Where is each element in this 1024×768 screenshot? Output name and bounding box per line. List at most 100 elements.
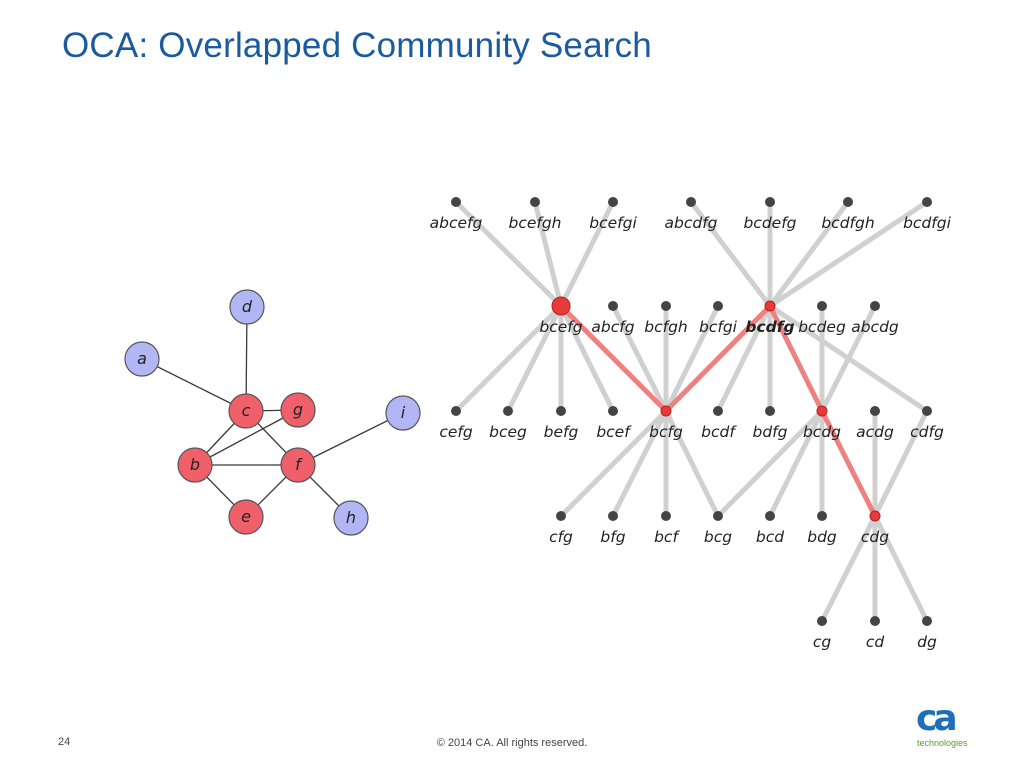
lattice-node-cdg: [869, 510, 881, 522]
lattice-node-cg: [817, 616, 827, 626]
graph-node-label: e: [241, 507, 251, 526]
graph-node-circle: [385, 395, 421, 431]
lattice-label-abcdg: abcdg: [851, 318, 899, 336]
lattice-node-bcfgi: [713, 301, 723, 311]
graph-node-circle: [124, 341, 160, 377]
lattice-label-bcg: bcg: [704, 528, 732, 546]
lattice-label-cefg: cefg: [439, 423, 473, 441]
lattice-edge-bcfg-cfg: [558, 408, 669, 519]
lattice-label-bcfg: bcfg: [649, 423, 683, 441]
graph-node-h: h: [333, 500, 369, 536]
lattice-node-abcfg: [608, 301, 618, 311]
lattice-edge-cdg-cg: [819, 513, 878, 624]
lattice-node-bcdfgh: [843, 197, 853, 207]
lattice-label-bcdeg: bcdeg: [798, 318, 846, 336]
graph-node-circle: [229, 289, 265, 325]
highlight-edge-bcefg-bcfg: [558, 303, 669, 414]
lattice-edge-bcefg-bceg: [505, 303, 564, 414]
lattice-label-dg: dg: [917, 633, 937, 651]
lattice-node-befg: [556, 406, 566, 416]
lattice-node-bcdf: [713, 406, 723, 416]
lattice-edge-abcdg-bcdg: [819, 303, 878, 414]
lattice-edge-bcefg-cefg: [453, 303, 564, 414]
lattice-node-cd: [870, 616, 880, 626]
lattice-node-bcf: [661, 511, 671, 521]
lattice-node-bcg: [713, 511, 723, 521]
lattice-node-bcefgi: [608, 197, 618, 207]
lattice-label-bdfg: bdfg: [753, 423, 788, 441]
lattice-node-bcdefg: [765, 197, 775, 207]
lattice-edge-bcdg-bcd: [767, 408, 825, 519]
graph-node-circle: [228, 393, 264, 429]
graph-node-e: e: [228, 499, 264, 535]
lattice-label-bcdfgi: bcdfgi: [903, 214, 951, 232]
lattice-label-bcefgh: bcefgh: [508, 214, 561, 232]
lattice-label-bdg: bdg: [807, 528, 837, 546]
lattice-nodes: [451, 197, 932, 626]
lattice-label-bcdg: bcdg: [803, 423, 841, 441]
lattice-label-bceg: bceg: [489, 423, 527, 441]
lattice-label-cdg: cdg: [861, 528, 889, 546]
lattice-label-befg: befg: [544, 423, 579, 441]
lattice-node-bdg: [817, 511, 827, 521]
lattice-node-abcefg: [451, 197, 461, 207]
highlight-edge-bcfg-bcdfg: [663, 303, 773, 414]
lattice-highlight-path: [558, 303, 878, 519]
lattice-label-bcef: bcef: [596, 423, 632, 441]
graph-node-label: d: [242, 297, 253, 316]
lattice-node-bcdfg: [764, 300, 776, 312]
lattice-edge-cdg-dg: [872, 513, 930, 624]
graph-edge-a-c: [141, 358, 247, 412]
lattice-node-cfg: [556, 511, 566, 521]
lattice-node-bcd: [765, 511, 775, 521]
lattice-edge-bcdfgh-bcdfg: [767, 199, 851, 309]
graph-node-circle: [280, 392, 316, 428]
lattice-label-cdfg: cdfg: [910, 423, 944, 441]
lattice-label-bcefgi: bcefgi: [589, 214, 637, 232]
graph-node-label: f: [295, 455, 303, 474]
lattice-label-bcfgi: bcfgi: [699, 318, 738, 336]
slide-title: OCA: Overlapped Community Search: [62, 26, 652, 65]
lattice-node-bceg: [503, 406, 513, 416]
lattice-edge-bcfg-bcg: [663, 408, 721, 519]
lattice-edges: [453, 199, 930, 624]
logo-mark: ca: [916, 698, 958, 739]
lattice-label-bcd: bcd: [756, 528, 784, 546]
lattice-node-bcdeg: [817, 301, 827, 311]
lattice-node-cdfg: [922, 406, 932, 416]
copyright-notice: © 2014 CA. All rights reserved.: [436, 737, 588, 749]
graph-edge-g-b: [194, 409, 299, 466]
lattice-edge-bcdg-bcg: [715, 408, 825, 519]
lattice-node-bdfg: [765, 406, 775, 416]
lattice-label-cg: cg: [813, 633, 832, 651]
graph-node-d: d: [229, 289, 265, 325]
lattice-edge-abcdfg-bcdfg: [688, 199, 773, 309]
graph-node-f: f: [280, 447, 316, 483]
lattice-edge-bcefgh-bcefg: [532, 199, 564, 309]
lattice-node-dg: [922, 616, 932, 626]
lattice-edge-bcfg-bfg: [610, 408, 669, 519]
graph-node-circle: [177, 447, 213, 483]
lattice-label-bcdefg: bcdefg: [743, 214, 796, 232]
graph-edge-f-i: [297, 412, 404, 466]
lattice-edge-bcefg-bcef: [558, 303, 616, 414]
lattice-node-bcefgh: [530, 197, 540, 207]
lattice-node-abcdg: [870, 301, 880, 311]
graph-node-label: a: [137, 349, 147, 368]
lattice-label-bcf: bcf: [654, 528, 680, 546]
lattice-label-cfg: cfg: [549, 528, 573, 546]
graph-node-label: c: [242, 401, 251, 420]
lattice-node-bcfgh: [661, 301, 671, 311]
graph-node-circle: [333, 500, 369, 536]
graph-node-c: c: [228, 393, 264, 429]
graph-node-a: a: [124, 341, 160, 377]
lattice-node-acdg: [870, 406, 880, 416]
graph-node-circle: [228, 499, 264, 535]
lattice-node-bcefg: [551, 296, 571, 316]
logo-subtitle: technologies: [917, 738, 968, 748]
lattice-label-bcdf: bcdf: [701, 423, 737, 441]
lattice-label-bfg: bfg: [600, 528, 625, 546]
lattice-label-abcfg: abcfg: [591, 318, 634, 336]
lattice-node-bcfg: [660, 405, 672, 417]
